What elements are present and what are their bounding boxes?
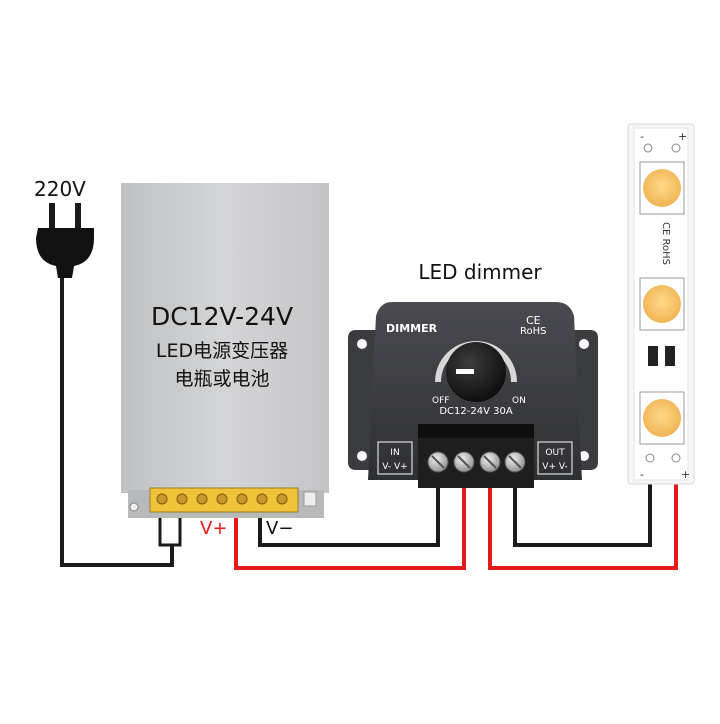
- dimmer-mount-hole-bottom-left: [357, 451, 367, 461]
- psu-terminal-strip: [149, 487, 299, 513]
- led-chip-2: [639, 277, 685, 331]
- strip-top-pad-right: [671, 143, 681, 153]
- dimmer-terminal-screws: [427, 451, 526, 473]
- strip-bottom-plus: +: [681, 468, 690, 481]
- strip-resistors: [648, 346, 675, 366]
- psu-housing: [121, 183, 329, 493]
- dimmer-terminal-strip: [418, 424, 534, 438]
- psu-positive-wire: [234, 478, 466, 570]
- dimmer-ce-mark: CE: [526, 314, 541, 327]
- out-positive-wire: [488, 466, 678, 570]
- psu-terminal-positive-label: V+: [200, 518, 227, 539]
- dimmer-mount-hole-top-left: [357, 339, 367, 349]
- ac-plug: 220V: [34, 177, 94, 278]
- strip-top-pad-left: [643, 143, 653, 153]
- dimmer-off-label: OFF: [432, 396, 449, 406]
- dimmer-knob[interactable]: [446, 342, 506, 402]
- strip-bottom-pad-left: [645, 453, 655, 463]
- psu-voltage-range: DC12V-24V: [151, 302, 293, 331]
- led-chip-1: [639, 161, 685, 215]
- wires: [60, 270, 678, 570]
- dimmer-in-pins: V- V+: [382, 462, 407, 472]
- dimmer-in-box: [377, 441, 413, 475]
- dimmer-brand-label: DIMMER: [386, 322, 438, 335]
- strip-bottom-pad-right: [671, 453, 681, 463]
- psu-mount-hole: [129, 502, 139, 512]
- plug-pin-left: [49, 203, 55, 229]
- dimmer-rohs-mark: RoHS: [520, 326, 546, 337]
- led-chip-3: [639, 391, 685, 445]
- dimmer-mount-hole-top-right: [579, 339, 589, 349]
- strip-top-plus: +: [678, 130, 687, 143]
- led-strip: - + CE RoHS - +: [627, 123, 695, 485]
- dimmer-out-box: [537, 441, 573, 475]
- out-negative-wire: [513, 466, 652, 547]
- led-dimmer: LED dimmer DIMMER CE RoHS OFF ON DC12-24…: [348, 260, 598, 488]
- dimmer-knob-pointer: [456, 369, 474, 374]
- psu-trim-pot: [303, 491, 317, 507]
- strip-cert-mark: CE RoHS: [660, 222, 671, 265]
- psu-label-chinese-1: LED电源变压器: [156, 340, 288, 362]
- psu-label-chinese-2: 电瓶或电池: [174, 368, 269, 390]
- psu-negative-wire: [258, 478, 440, 547]
- dimmer-in-label: IN: [390, 448, 399, 458]
- dimmer-mount-hole-bottom-right: [579, 451, 589, 461]
- strip-top-minus: -: [640, 130, 644, 143]
- power-supply: DC12V-24V LED电源变压器 电瓶或电池 V+ V−: [121, 183, 329, 539]
- psu-terminal-negative-label: V−: [266, 518, 293, 539]
- dimmer-on-label: ON: [512, 396, 526, 406]
- plug-body: [36, 228, 94, 278]
- ac-input-leads: [158, 505, 182, 547]
- dimmer-out-label: OUT: [545, 448, 565, 458]
- plug-voltage-label: 220V: [34, 177, 86, 201]
- plug-pin-right: [75, 203, 81, 229]
- psu-terminal-screws: [156, 493, 288, 505]
- dimmer-rating-label: DC12-24V 30A: [439, 406, 512, 417]
- dimmer-out-pins: V+ V-: [542, 462, 567, 472]
- dimmer-title: LED dimmer: [418, 260, 542, 284]
- ac-wire-left: [60, 270, 174, 567]
- strip-bottom-minus: -: [640, 468, 644, 481]
